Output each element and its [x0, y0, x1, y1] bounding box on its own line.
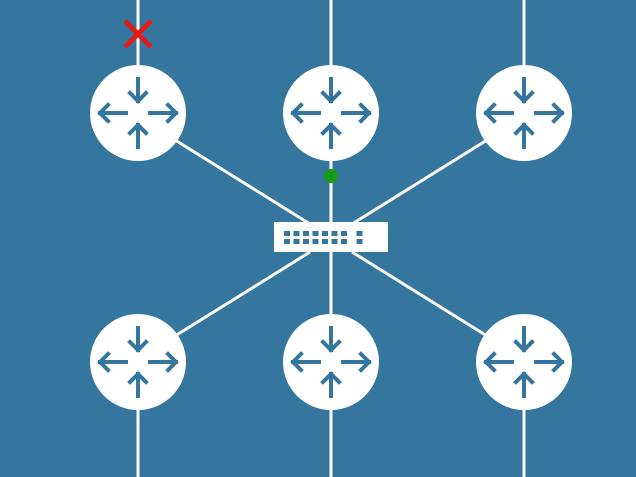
router-1-body	[90, 65, 186, 161]
router-2[interactable]	[283, 65, 379, 161]
link-switch-router-3[interactable]	[351, 138, 488, 226]
switch-port	[341, 231, 347, 236]
router-6[interactable]	[476, 314, 572, 410]
router-1[interactable]	[90, 65, 186, 161]
switch-port	[312, 239, 319, 244]
link-switch-router-6[interactable]	[351, 250, 488, 338]
link-switch-router-4[interactable]	[174, 250, 311, 338]
red-x-icon	[123, 19, 153, 49]
switch-port	[312, 231, 319, 236]
switch-icon	[284, 231, 363, 244]
switch-port	[284, 239, 290, 244]
switch-body	[274, 222, 388, 252]
switch-1[interactable]	[274, 222, 388, 252]
switch-port	[293, 239, 300, 244]
green-dot-icon	[324, 169, 338, 183]
switch-port	[322, 231, 328, 236]
switch-port	[303, 231, 309, 236]
router-6-body	[476, 314, 572, 410]
switch-port	[356, 231, 363, 236]
link-switch-router-1[interactable]	[174, 138, 311, 226]
switch-port	[331, 231, 338, 236]
switch-port	[284, 231, 290, 236]
router-2-body	[283, 65, 379, 161]
switch-port	[303, 239, 309, 244]
router-4-body	[90, 314, 186, 410]
switch-port	[322, 239, 328, 244]
router-4[interactable]	[90, 314, 186, 410]
router-5[interactable]	[283, 314, 379, 410]
router-3[interactable]	[476, 65, 572, 161]
switch-port	[356, 239, 363, 244]
switch-port	[293, 231, 300, 236]
switch-port	[341, 239, 347, 244]
router-5-body	[283, 314, 379, 410]
switch-port	[331, 239, 338, 244]
router-3-body	[476, 65, 572, 161]
